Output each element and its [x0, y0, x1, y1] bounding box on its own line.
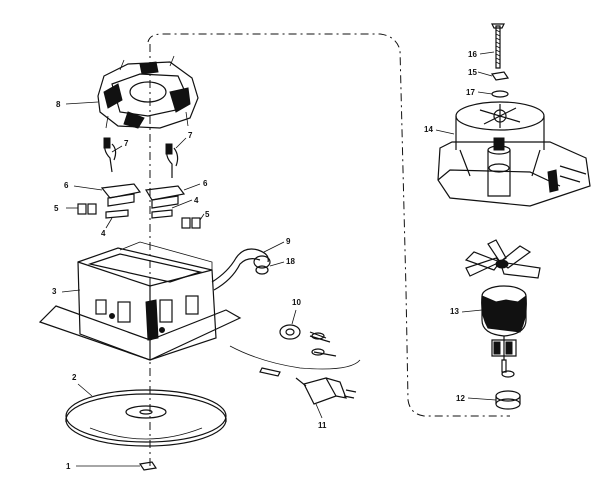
part-15-nut — [490, 71, 510, 81]
callout-18: 18 — [286, 257, 295, 266]
callout-14: 14 — [424, 125, 433, 134]
part-6-brush-holders — [100, 183, 186, 209]
callout-6-right: 6 — [203, 179, 208, 188]
callout-12: 12 — [456, 394, 465, 403]
callout-9: 9 — [286, 237, 291, 246]
callout-17: 17 — [466, 88, 475, 97]
part-14-fan-housing — [437, 101, 591, 207]
assembly-boundary-line — [147, 33, 510, 417]
part-3-motor-frame — [38, 241, 242, 361]
part-11-power-plug — [295, 377, 357, 405]
part-12-bearing-cap — [495, 370, 521, 410]
callout-10: 10 — [292, 298, 301, 307]
part-1-nut — [138, 461, 158, 471]
part-9-power-cord-grommet — [211, 248, 271, 291]
part-4-brushes — [105, 209, 173, 219]
callout-5-left: 5 — [54, 204, 59, 213]
callout-13: 13 — [450, 307, 459, 316]
part-7-brush-leads — [103, 137, 179, 178]
part-8-motor-top — [97, 55, 199, 129]
callout-7-left: 7 — [124, 139, 129, 148]
part-10-strain-relief — [279, 324, 301, 340]
fan-blades — [464, 239, 541, 279]
callout-2: 2 — [72, 373, 77, 382]
callout-1: 1 — [66, 462, 71, 471]
callout-leaders — [61, 51, 497, 467]
callout-16: 16 — [468, 50, 477, 59]
part-17-washer — [491, 90, 509, 98]
callout-4-right: 4 — [194, 196, 199, 205]
part-2-base-disc — [65, 389, 227, 447]
callout-15: 15 — [468, 68, 477, 77]
wire-terminals — [229, 331, 361, 377]
part-13-armature — [481, 285, 527, 373]
callout-11: 11 — [318, 421, 327, 430]
callout-3: 3 — [52, 287, 57, 296]
callout-4-left: 4 — [101, 229, 106, 238]
callout-8: 8 — [56, 100, 61, 109]
callout-5-right: 5 — [205, 210, 210, 219]
part-16-bolt — [491, 23, 505, 69]
callout-7-right: 7 — [188, 131, 193, 140]
callout-labels: 8 7 7 6 6 5 5 4 4 3 9 18 10 11 2 1 12 13… — [52, 50, 477, 471]
part-5-brush-caps — [77, 203, 201, 229]
callout-6-left: 6 — [64, 181, 69, 190]
